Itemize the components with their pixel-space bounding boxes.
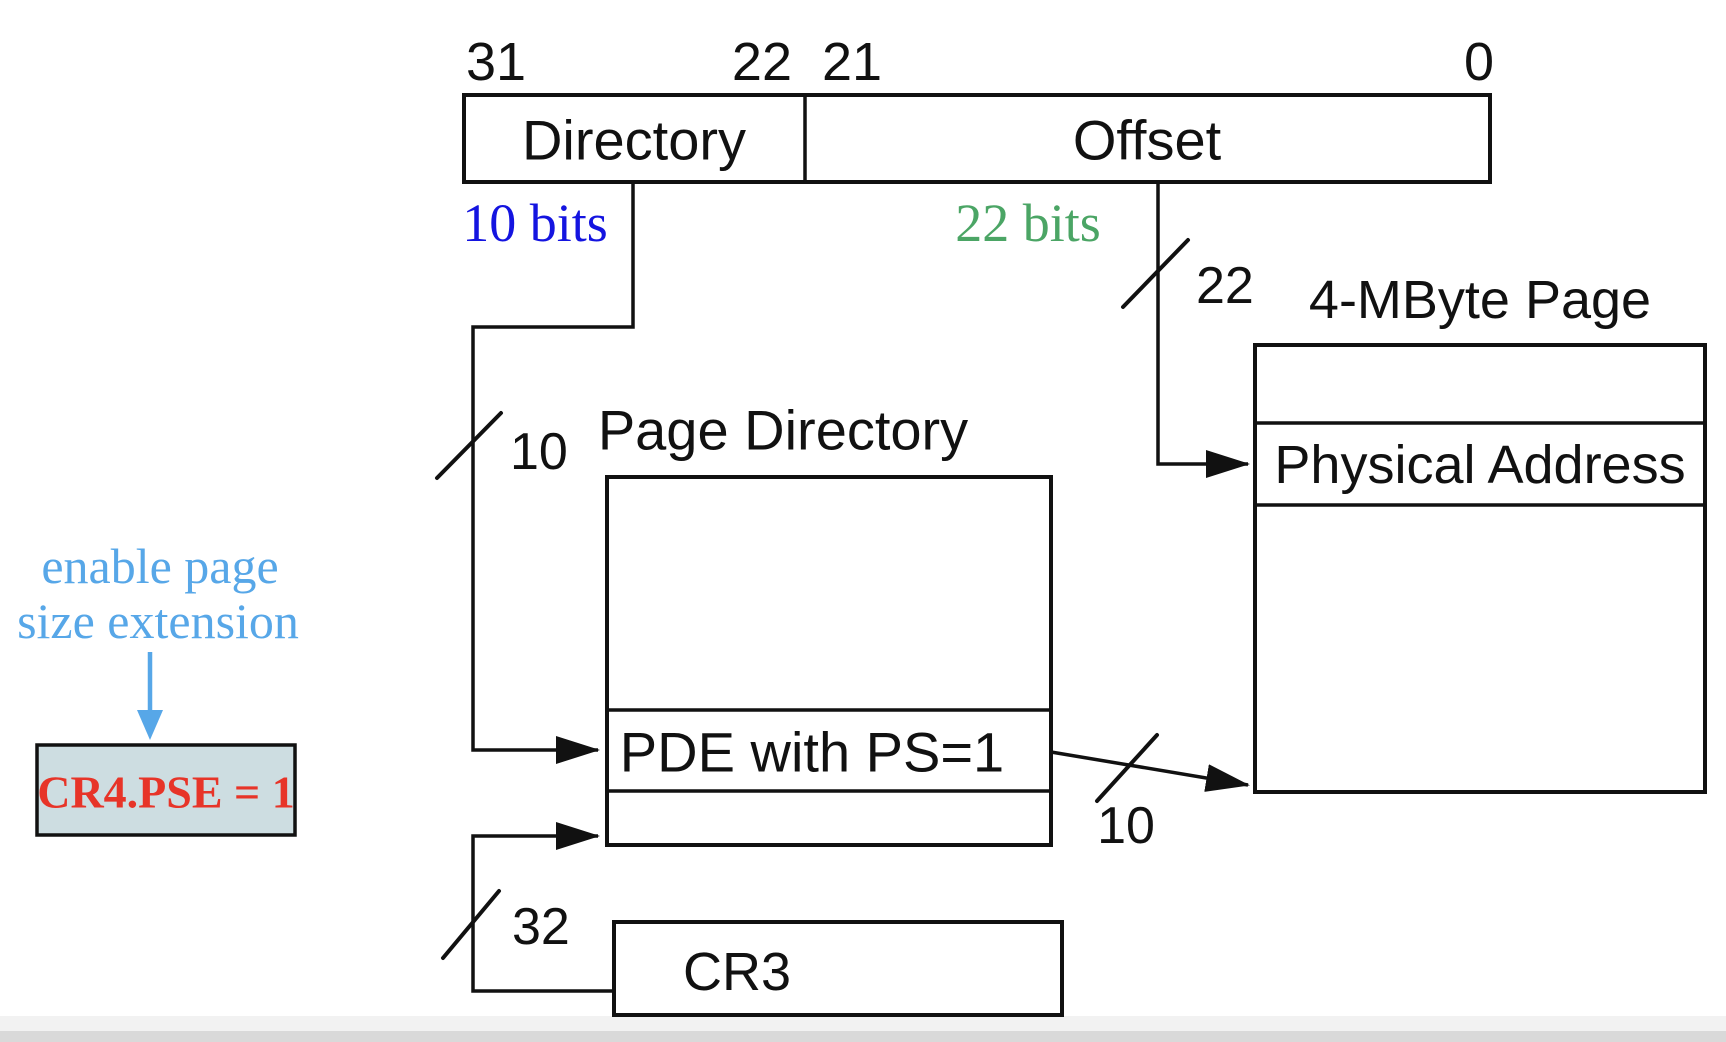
bit-label-0: 0	[1464, 32, 1494, 92]
bus-width-cr3-label: 32	[512, 898, 570, 956]
linear-address-box	[462, 93, 1492, 184]
bus-slash-directory	[435, 411, 503, 480]
bus-width-offset-label: 22	[1196, 257, 1254, 315]
bus-slash-cr3	[441, 889, 501, 960]
four-mbyte-page-box	[1253, 343, 1707, 794]
directory-field-label: Directory	[522, 109, 746, 172]
bus-slash-offset	[1121, 238, 1190, 309]
cr3-label: CR3	[683, 942, 791, 1002]
physical-address-label: Physical Address	[1274, 435, 1685, 495]
bus-width-directory-label: 10	[510, 423, 568, 481]
offset-field-label: Offset	[1073, 109, 1222, 172]
bit-label-22: 22	[732, 32, 792, 92]
page-directory-box	[605, 475, 1053, 847]
arrow-offset-to-physical-address	[1156, 182, 1250, 478]
directory-bits-label: 10 bits	[462, 193, 608, 253]
pse-note-line2: size extension	[17, 593, 299, 649]
four-mbyte-page-title: 4-MByte Page	[1309, 270, 1651, 330]
bus-slash-pde	[1095, 733, 1159, 803]
page-directory-title: Page Directory	[598, 399, 968, 462]
arrow-cr3-to-directory	[471, 822, 614, 993]
arrow-directory-to-pde	[471, 182, 635, 764]
arrow-pde-to-page	[1050, 750, 1250, 792]
pse-note-line1: enable page	[41, 538, 278, 594]
pde-entry-label: PDE with PS=1	[620, 721, 1004, 784]
bit-label-21: 21	[822, 32, 882, 92]
cr4-pse-box	[35, 743, 297, 837]
bus-width-pde-label: 10	[1097, 797, 1155, 855]
bit-label-31: 31	[466, 32, 526, 92]
cr3-box	[612, 920, 1064, 1017]
offset-bits-label: 22 bits	[955, 193, 1101, 253]
cr4-pse-label: CR4.PSE = 1	[37, 767, 295, 818]
bottom-strip-dark	[0, 1031, 1726, 1042]
down-arrow-head-icon	[137, 710, 163, 740]
